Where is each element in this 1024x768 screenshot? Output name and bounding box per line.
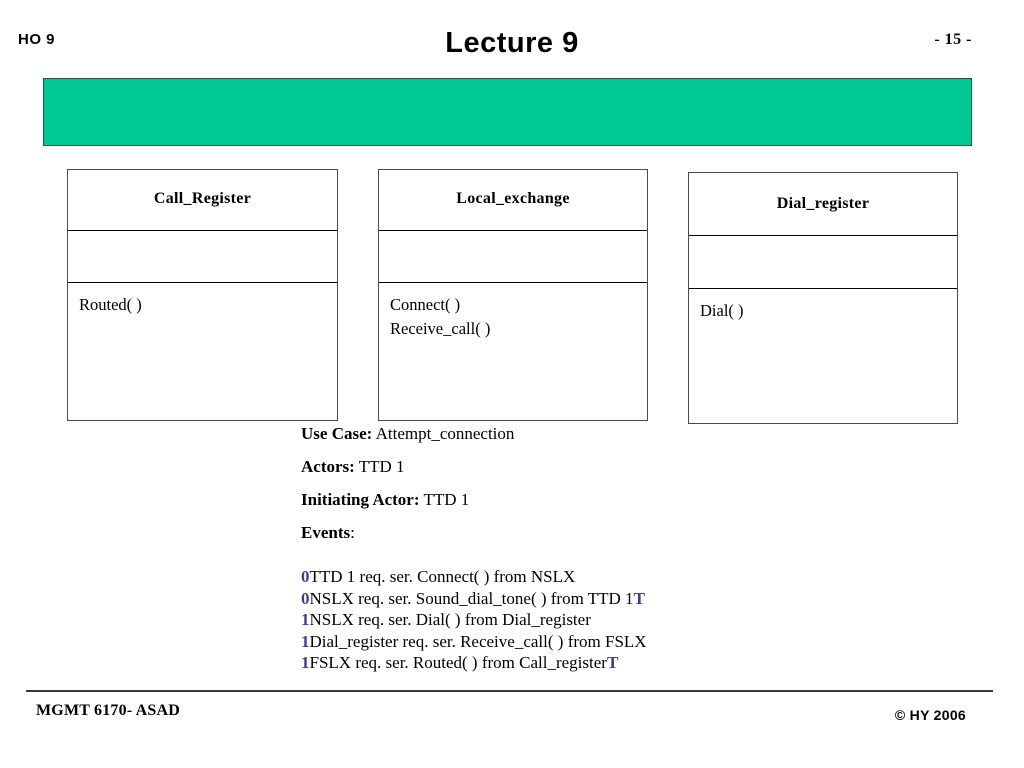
event-text: FSLX req. ser. Routed( ) from Call_regis… — [309, 653, 607, 672]
event-number: 1 — [301, 631, 310, 651]
use-case-row-events: Events: — [301, 523, 921, 543]
uml-operation-receive-call: Receive_call( ) — [390, 319, 491, 338]
uml-class-box-dial-register: Dial_register Dial( ) — [688, 172, 958, 424]
footer-copyright: © HY 2006 — [894, 707, 966, 723]
uml-divider-attributes — [379, 230, 647, 231]
event-number: 0 — [301, 567, 310, 586]
uml-divider-operations — [689, 288, 957, 289]
events-list: 0TTD 1 req. ser. Connect( ) from NSLX 0N… — [301, 566, 941, 674]
uml-divider-attributes — [689, 235, 957, 236]
use-case-block: Use Case: Attempt_connection Actors: TTD… — [301, 424, 921, 556]
use-case-row-use-case: Use Case: Attempt_connection — [301, 424, 921, 444]
use-case-row-initiating-actor: Initiating Actor: TTD 1 — [301, 490, 921, 510]
event-line: 1FSLX req. ser. Routed( ) from Call_regi… — [301, 652, 941, 674]
uml-divider-operations — [68, 282, 337, 283]
event-line: 0TTD 1 req. ser. Connect( ) from NSLX — [301, 566, 941, 588]
initiating-actor-label: Initiating Actor: — [301, 490, 420, 509]
event-number: 1 — [301, 610, 310, 629]
green-banner — [43, 78, 972, 146]
use-case-label: Use Case: — [301, 424, 373, 443]
uml-operation-dial: Dial( ) — [700, 301, 744, 320]
uml-class-box-call-register: Call_Register Routed( ) — [67, 169, 338, 421]
event-number: 1 — [301, 653, 310, 672]
events-colon: : — [350, 523, 355, 542]
uml-divider-attributes — [68, 230, 337, 231]
uml-operation-connect: Connect( ) — [390, 295, 461, 314]
uml-divider-operations — [379, 282, 647, 283]
handout-label: HO 9 — [18, 31, 56, 48]
event-line: 1NSLX req. ser. Dial( ) from Dial_regist… — [301, 609, 941, 631]
uml-class-name: Local_exchange — [456, 190, 570, 207]
uml-class-box-local-exchange: Local_exchange Connect( ) Receive_call( … — [378, 169, 648, 421]
event-line: 0NSLX req. ser. Sound_dial_tone( ) from … — [301, 588, 941, 610]
page-title: Lecture 9 — [445, 27, 579, 59]
event-text: Dial_register req. ser. Receive_call( ) … — [309, 631, 647, 651]
initiating-actor-value: TTD 1 — [419, 490, 470, 509]
footer-course-label: MGMT 6170- ASAD — [36, 702, 181, 719]
actors-label: Actors: — [301, 457, 355, 476]
use-case-value: Attempt_connection — [372, 424, 515, 443]
event-text: NSLX req. ser. Sound_dial_tone( ) from T… — [309, 588, 634, 608]
event-number: 0 — [301, 588, 310, 608]
page-number: - 15 - — [934, 31, 972, 48]
event-tail-marker: T — [606, 653, 619, 672]
event-text: NSLX req. ser. Dial( ) from Dial_registe… — [309, 610, 591, 629]
events-label: Events — [301, 523, 351, 542]
uml-operation-routed: Routed( ) — [79, 295, 142, 314]
event-text: TTD 1 req. ser. Connect( ) from NSLX — [309, 567, 576, 586]
uml-class-name: Dial_register — [776, 195, 870, 212]
actors-value: TTD 1 — [354, 457, 405, 476]
event-line: 1Dial_register req. ser. Receive_call( )… — [301, 631, 941, 653]
uml-class-name: Call_Register — [153, 190, 252, 207]
uml-operations-list: Connect( ) Receive_call( ) — [390, 293, 490, 341]
event-tail-marker: T — [633, 588, 645, 608]
footer-divider — [26, 690, 993, 692]
use-case-row-actors: Actors: TTD 1 — [301, 457, 921, 477]
